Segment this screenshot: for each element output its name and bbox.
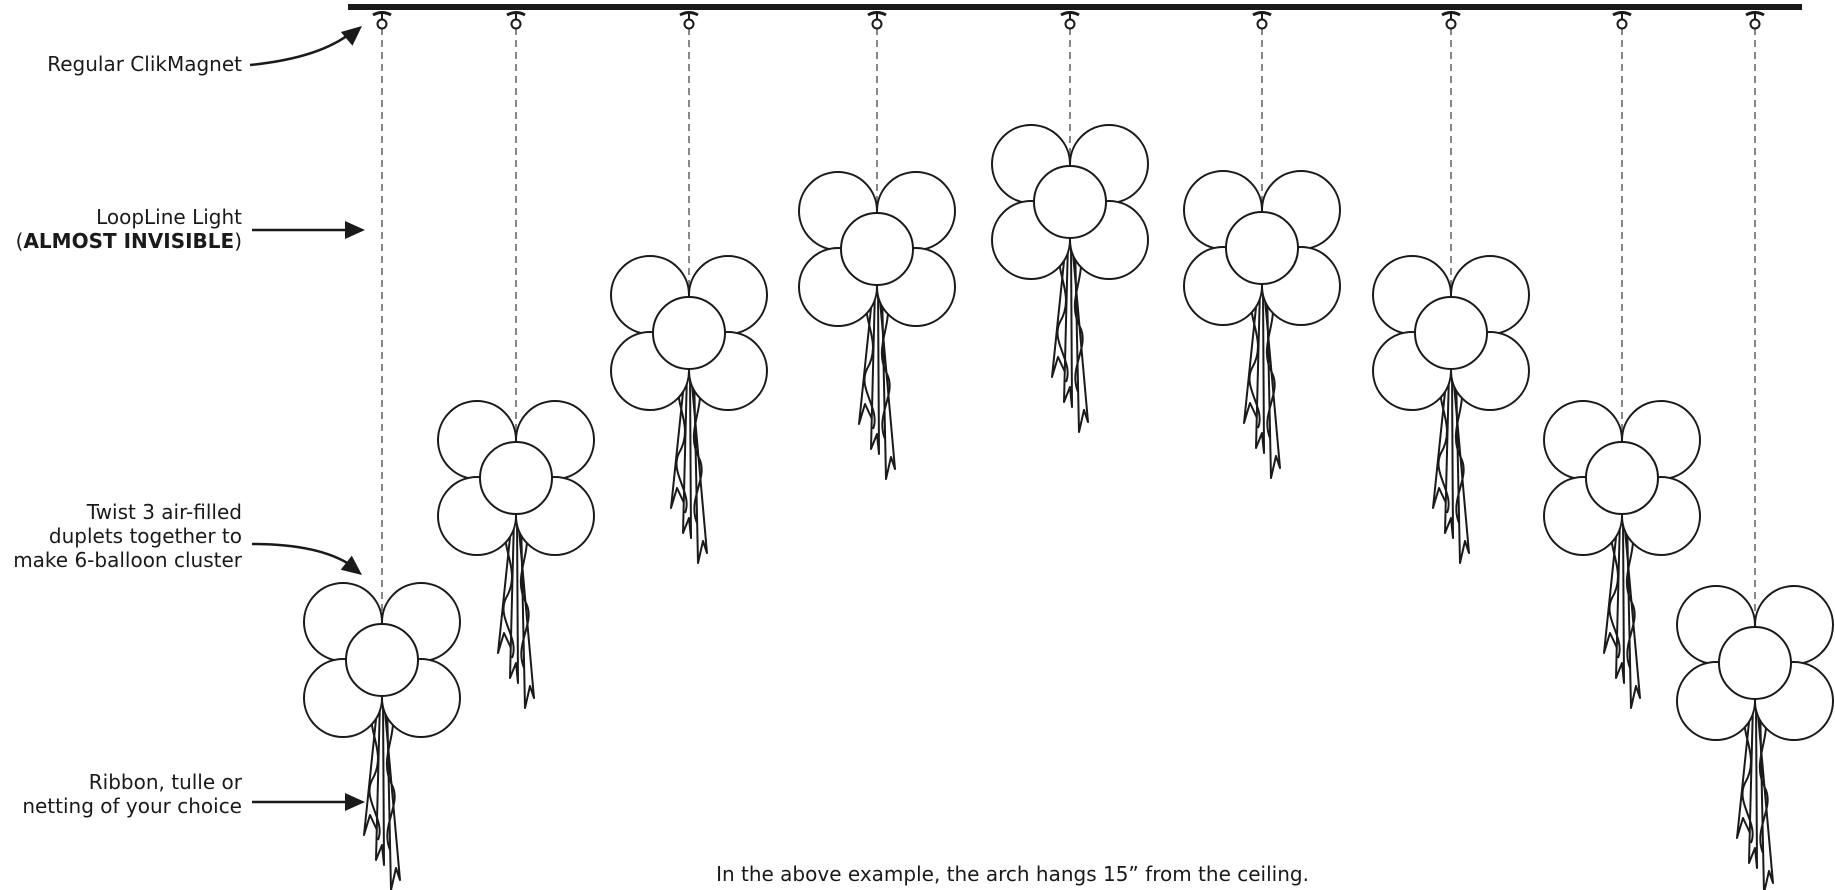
caption: In the above example, the arch hangs 15”… <box>716 862 1309 886</box>
balloon-cluster <box>798 11 956 480</box>
ribbon-streamers <box>1051 241 1089 433</box>
clikmagnet-icon <box>867 11 887 30</box>
balloon-cluster <box>1183 11 1341 479</box>
balloon-clusters <box>303 11 1834 890</box>
balloon-cluster <box>303 11 461 890</box>
balloon-center <box>1414 296 1488 370</box>
balloons <box>798 171 956 327</box>
balloon-center <box>1718 626 1792 700</box>
balloons <box>991 124 1149 280</box>
twist-duplets-label: Twist 3 air-filled duplets together to m… <box>13 500 242 572</box>
clikmagnet-icon <box>679 11 699 30</box>
balloons <box>1543 400 1701 556</box>
loopline-emphasis: ALMOST INVISIBLE <box>23 229 235 253</box>
clikmagnet-icon <box>1745 11 1765 30</box>
clikmagnet-icon <box>1612 11 1632 30</box>
balloon-cluster <box>991 11 1149 433</box>
balloon-cluster <box>1372 11 1530 564</box>
balloon-center <box>479 441 553 515</box>
balloon-cluster <box>1543 11 1701 709</box>
balloon-center <box>1225 211 1299 285</box>
balloons <box>1183 170 1341 326</box>
balloons <box>437 400 595 556</box>
twist-duplets-arrow <box>251 542 362 575</box>
ribbon-streamers <box>363 699 401 890</box>
callout-arrows <box>249 26 365 811</box>
clikmagnet-icon <box>1252 11 1272 30</box>
balloons <box>1676 585 1834 741</box>
clikmagnet-arrow <box>249 26 362 67</box>
balloons <box>303 582 461 738</box>
ribbon-streamers <box>1603 517 1641 709</box>
ribbon-streamers <box>858 288 896 480</box>
balloon-center <box>652 296 726 370</box>
clikmagnet-icon <box>1060 11 1080 30</box>
balloons <box>1372 255 1530 411</box>
ribbon-streamers <box>1243 287 1281 479</box>
balloon-center <box>1033 165 1107 239</box>
loopline-label: LoopLine Light (ALMOST INVISIBLE) <box>15 205 242 253</box>
ribbon-streamers <box>497 517 535 709</box>
ribbon-arrow <box>252 793 365 811</box>
clikmagnet-icon <box>506 11 526 30</box>
balloons <box>610 255 768 411</box>
balloon-cluster <box>1676 11 1834 890</box>
ribbon-label: Ribbon, tulle or netting of your choice <box>22 770 242 818</box>
clikmagnet-icon <box>1441 11 1461 30</box>
clikmagnet-icon <box>372 11 392 30</box>
balloon-center <box>345 623 419 697</box>
ribbon-streamers <box>1432 372 1470 564</box>
balloon-cluster <box>610 11 768 564</box>
balloon-cluster <box>437 11 595 709</box>
balloon-center <box>840 212 914 286</box>
loopline-arrow <box>252 221 365 239</box>
balloon-center <box>1585 441 1659 515</box>
clikmagnet-label: Regular ClikMagnet <box>47 52 242 76</box>
ribbon-streamers <box>670 372 708 564</box>
